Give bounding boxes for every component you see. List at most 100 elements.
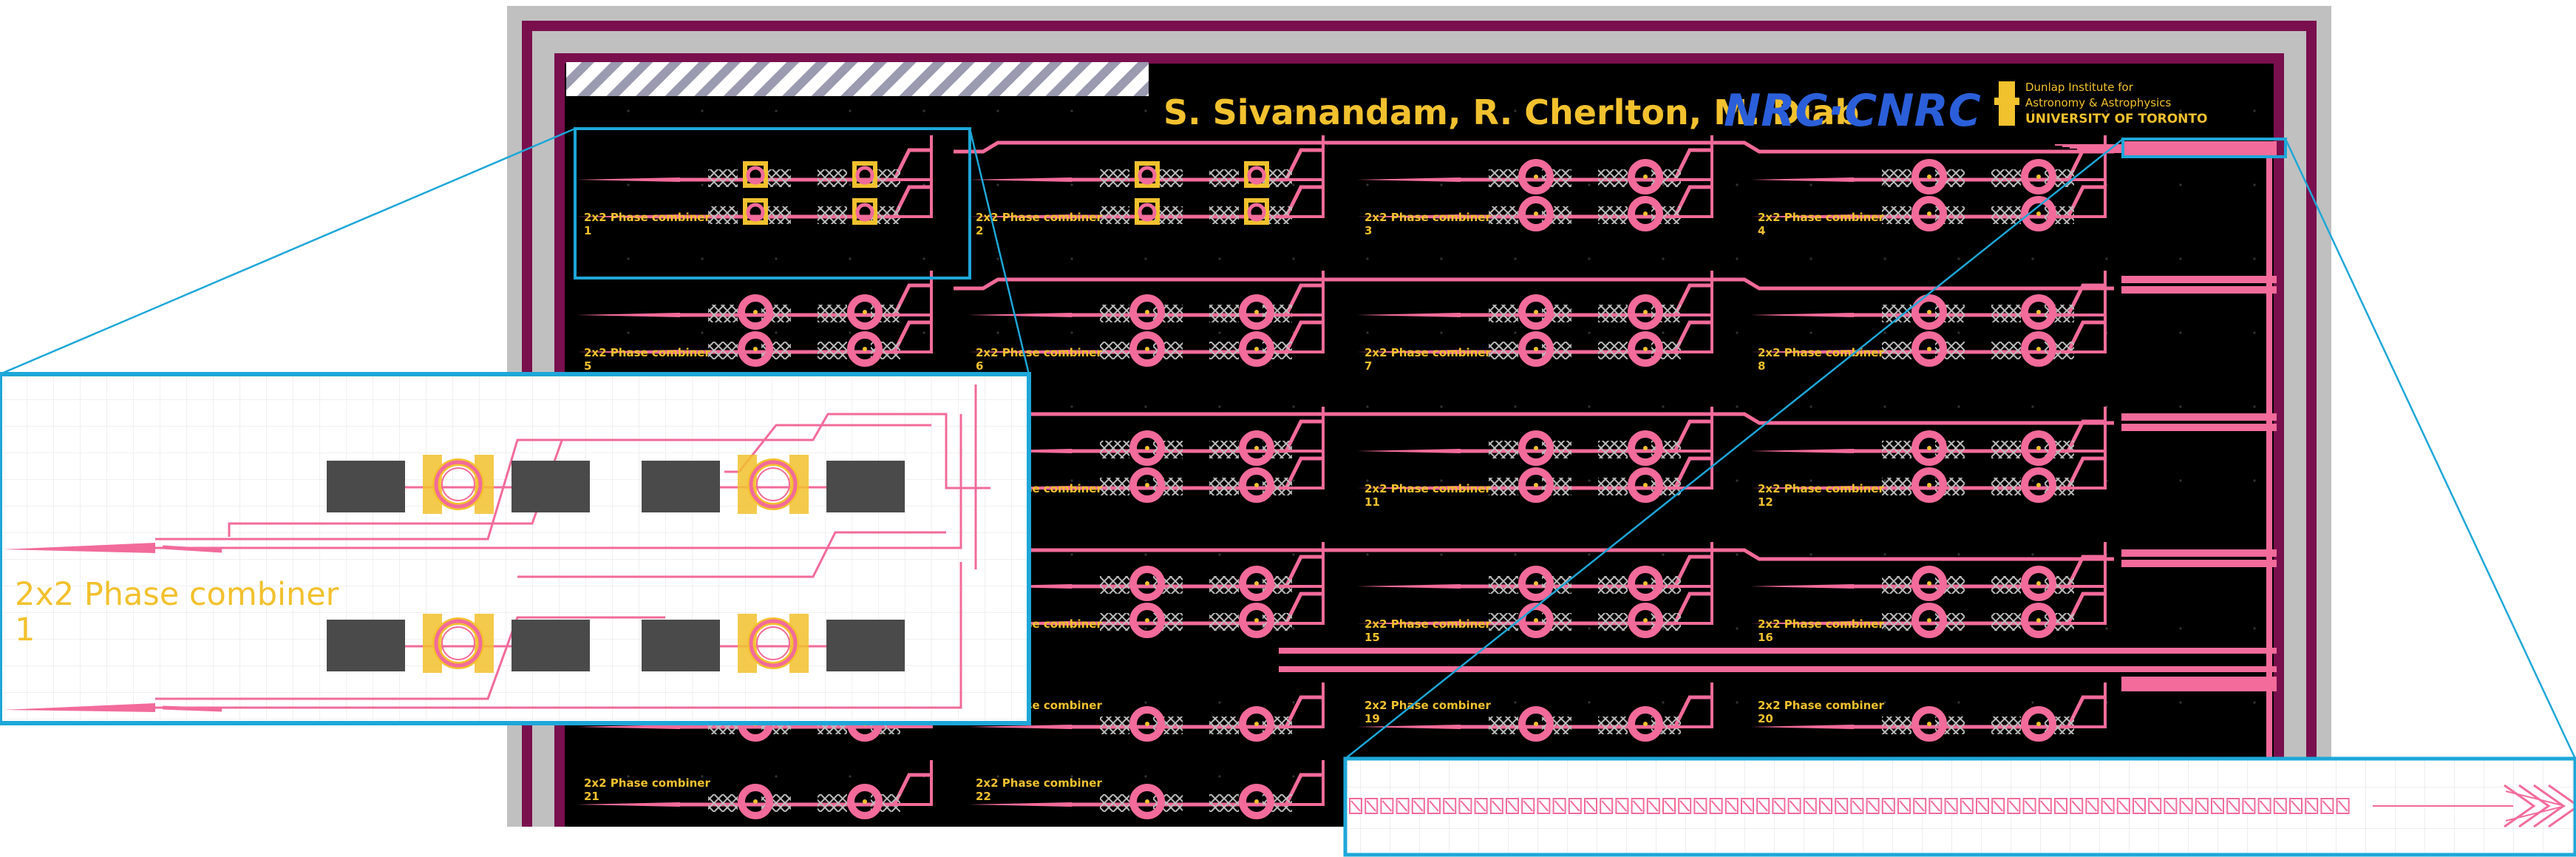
ring-resonator-icon bbox=[852, 161, 877, 188]
ring-resonator-icon bbox=[2021, 706, 2056, 742]
array-element bbox=[1709, 798, 1723, 814]
cell-label: 2x2 Phase combiner bbox=[584, 346, 710, 359]
ring-resonator-icon bbox=[1129, 784, 1165, 819]
array-element bbox=[1803, 798, 1817, 814]
ring-resonator-icon bbox=[1129, 430, 1165, 466]
ring-resonator-icon bbox=[2021, 467, 2056, 503]
array-element bbox=[1835, 798, 1849, 814]
uoft-text: UNIVERSITY OF TORONTO bbox=[2025, 112, 2207, 126]
array-element bbox=[2054, 798, 2067, 814]
ring-resonator-icon bbox=[1239, 566, 1274, 601]
array-element bbox=[1928, 798, 1943, 814]
taper bbox=[3, 703, 155, 712]
cell-label: 2x2 Phase combiner bbox=[1365, 699, 1491, 712]
ring-resonator-icon bbox=[1244, 198, 1269, 225]
array-element bbox=[1552, 798, 1566, 814]
ring-resonator-icon bbox=[1239, 467, 1274, 503]
cell-number: 16 bbox=[1758, 631, 1773, 644]
ring-resonator-icon bbox=[1518, 294, 1554, 330]
array-element bbox=[2116, 798, 2130, 814]
cell-label: 2x2 Phase combiner bbox=[1758, 211, 1884, 224]
authors-text: S. Sivanandam, R. Cherlton, M. Diab bbox=[1163, 92, 1859, 132]
heater-pad bbox=[327, 461, 405, 512]
array-element bbox=[1615, 798, 1629, 814]
inset-cell-title: 2x2 Phase combiner bbox=[15, 576, 339, 613]
array-element bbox=[2148, 798, 2162, 814]
ring-resonator-icon bbox=[2021, 331, 2056, 367]
inset-output-array bbox=[1343, 756, 2576, 857]
bus-waveguide bbox=[954, 277, 2114, 291]
hatched-label-area bbox=[566, 62, 1149, 96]
ring-resonator-icon bbox=[749, 619, 798, 668]
array-element bbox=[1427, 798, 1441, 814]
heater-pad bbox=[826, 461, 905, 512]
bus-waveguide bbox=[954, 140, 2114, 154]
cell-number: 7 bbox=[1365, 359, 1372, 373]
ring-resonator-icon bbox=[1911, 566, 1947, 601]
dunlap-line-2: Astronomy & Astrophysics bbox=[2025, 96, 2171, 109]
ring-resonator-icon bbox=[1239, 430, 1274, 466]
callout-leaders bbox=[0, 127, 2576, 759]
array-element bbox=[1991, 798, 2005, 814]
ring-resonator-icon bbox=[1518, 467, 1554, 503]
inset-cell-1: 2x2 Phase combiner 1 bbox=[0, 372, 1031, 725]
callout-box-cell-1 bbox=[574, 127, 971, 280]
array-element bbox=[1365, 798, 1379, 814]
array-element bbox=[1678, 798, 1692, 814]
cell-number: 2 bbox=[976, 224, 983, 237]
ring-resonator-icon bbox=[1518, 706, 1554, 742]
array-element bbox=[2211, 798, 2224, 814]
ring-resonator-icon bbox=[1628, 467, 1663, 503]
dunlap-line-1: Dunlap Institute for bbox=[2025, 81, 2134, 94]
heater-pad bbox=[642, 620, 720, 671]
uoft-crest-icon bbox=[1994, 81, 2019, 126]
ring-resonator-icon bbox=[749, 460, 798, 509]
ring-resonator-icon bbox=[2021, 196, 2056, 231]
cell-number: 22 bbox=[976, 790, 991, 803]
cell-number: 6 bbox=[976, 359, 983, 373]
phase-combiner-cell: 2x2 Phase combiner18 bbox=[968, 682, 1325, 742]
array-element bbox=[2273, 798, 2287, 814]
ring-resonator-icon bbox=[2021, 603, 2056, 638]
ring-resonator-icon bbox=[1239, 706, 1274, 742]
ring-resonator-icon bbox=[1911, 159, 1947, 194]
ring-resonator-icon bbox=[1628, 603, 1663, 638]
ring-resonator-icon bbox=[1129, 706, 1165, 742]
ring-resonator-icon bbox=[1135, 161, 1160, 188]
array-element bbox=[1506, 798, 1519, 814]
ring-resonator-icon bbox=[1239, 603, 1274, 638]
ring-resonator-icon bbox=[1518, 159, 1554, 194]
cell-number: 19 bbox=[1365, 712, 1380, 725]
ring-resonator-icon bbox=[1628, 706, 1663, 742]
cell-number: 8 bbox=[1758, 359, 1765, 373]
array-element bbox=[2070, 798, 2084, 814]
array-element bbox=[1584, 798, 1597, 814]
cell-label: 2x2 Phase combiner bbox=[584, 776, 710, 790]
array-element bbox=[2257, 798, 2271, 814]
ring-resonator-icon bbox=[1628, 331, 1663, 367]
array-element bbox=[1913, 798, 1927, 814]
ring-resonator-icon bbox=[1628, 196, 1663, 231]
ring-resonator-icon bbox=[1518, 196, 1554, 231]
ring-resonator-icon bbox=[1518, 566, 1554, 601]
cell-label: 2x2 Phase combiner bbox=[1365, 211, 1491, 224]
cell-number: 1 bbox=[584, 224, 591, 237]
array-element bbox=[2132, 798, 2146, 814]
array-element bbox=[1662, 798, 1676, 814]
cell-label: 2x2 Phase combiner bbox=[1758, 346, 1884, 359]
heater-pad bbox=[512, 620, 590, 671]
cell-number: 3 bbox=[1365, 224, 1372, 237]
cell-label: 2x2 Phase combiner bbox=[1365, 617, 1491, 631]
array-element bbox=[1741, 798, 1754, 814]
ring-resonator-icon bbox=[1239, 784, 1274, 819]
cell-number: 11 bbox=[1365, 495, 1380, 509]
